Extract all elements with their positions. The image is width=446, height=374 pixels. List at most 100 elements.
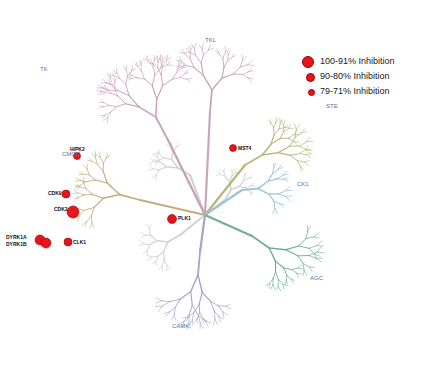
tree-branch	[139, 61, 141, 65]
tree-branch	[140, 60, 142, 65]
tree-branch	[288, 135, 294, 139]
tree-branch	[278, 146, 289, 152]
tree-branch	[157, 58, 158, 62]
tree-branch	[278, 286, 280, 291]
tree-branch	[202, 43, 203, 48]
tree-branch	[317, 241, 322, 246]
tree-branch	[286, 281, 287, 285]
tree-branch	[218, 305, 225, 306]
tree-branch	[83, 177, 84, 182]
tree-branch	[269, 248, 275, 261]
tree-branch	[101, 82, 106, 84]
tree-branch	[177, 145, 181, 147]
tree-branch	[112, 73, 115, 76]
tree-branch	[216, 174, 220, 175]
tree-branch	[246, 186, 251, 188]
tree-branch	[128, 78, 131, 80]
tree-branch	[292, 270, 297, 274]
tree-branch	[250, 192, 252, 196]
kinase-label: CLK1	[73, 240, 86, 245]
tree-branch	[180, 66, 186, 68]
tree-branch	[285, 127, 289, 128]
tree-branch	[304, 271, 307, 275]
tree-branch	[172, 315, 175, 320]
tree-branch	[180, 292, 191, 300]
tree-branch	[298, 265, 302, 268]
tree-branch	[74, 197, 79, 199]
tree-branch	[164, 242, 168, 252]
tree-branch	[163, 252, 165, 260]
tree-branch	[298, 268, 303, 270]
tree-branch	[103, 163, 104, 172]
tree-branch	[287, 275, 291, 279]
tree-branch	[111, 107, 117, 112]
tree-branch	[219, 54, 223, 59]
tree-branch	[150, 165, 153, 169]
kinase-group-label: CK1	[297, 181, 309, 187]
tree-branch	[303, 271, 304, 276]
tree-branch	[174, 315, 175, 321]
tree-branch	[283, 284, 284, 289]
tree-branch	[240, 65, 248, 67]
kinase-group-label: AGC	[310, 275, 323, 281]
tree-branch	[314, 233, 319, 237]
tree-branch	[150, 161, 154, 163]
tree-branch	[310, 267, 313, 272]
tree-branch	[163, 158, 171, 159]
legend-swatch	[302, 56, 314, 68]
tree-branch	[289, 125, 291, 129]
tree-branch	[200, 323, 203, 328]
tree-branch	[156, 298, 161, 301]
tree-branch	[109, 105, 117, 106]
tree-branch	[78, 193, 84, 195]
tree-branch	[164, 260, 167, 266]
tree-branch	[199, 304, 201, 313]
tree-branch	[158, 158, 164, 161]
tree-branch	[284, 179, 289, 181]
tree-branch	[317, 247, 321, 252]
tree-branch	[90, 223, 92, 228]
tree-branch	[274, 163, 276, 167]
inhibition-dot	[168, 215, 177, 224]
tree-branch	[187, 79, 190, 82]
tree-branch	[298, 255, 309, 256]
tree-branch	[158, 252, 164, 257]
tree-branch	[172, 152, 173, 160]
tree-branch	[155, 306, 162, 307]
tree-branch	[161, 75, 163, 86]
tree-branch	[83, 174, 89, 176]
tree-branch	[275, 261, 283, 268]
tree-branch	[283, 125, 284, 131]
tree-branch	[277, 175, 283, 179]
tree-branch	[210, 301, 214, 310]
tree-branch	[159, 266, 162, 269]
tree-branch	[99, 152, 100, 157]
tree-branch	[226, 306, 231, 309]
tree-branch	[273, 285, 275, 289]
tree-branch	[157, 152, 158, 156]
tree-branch	[159, 167, 166, 170]
tree-branch	[101, 114, 106, 116]
tree-branch	[151, 235, 158, 241]
tree-branch	[268, 179, 277, 181]
tree-branch	[164, 312, 169, 314]
tree-branch	[224, 168, 225, 171]
tree-branch	[126, 76, 128, 84]
tree-branch	[258, 181, 268, 188]
tree-branch	[160, 162, 167, 167]
tree-branch	[191, 275, 198, 292]
tree-branch	[155, 68, 161, 75]
tree-branch	[308, 226, 311, 231]
tree-branch	[107, 74, 110, 79]
tree-branch	[166, 167, 177, 168]
tree-branch	[137, 62, 138, 66]
tree-branch	[110, 78, 112, 84]
tree-branch	[87, 164, 88, 168]
tree-branch	[291, 279, 293, 283]
tree-branch	[205, 321, 208, 326]
tree-branch	[87, 216, 92, 222]
tree-branch	[149, 229, 151, 235]
tree-branch	[297, 273, 299, 277]
tree-branch	[98, 164, 104, 171]
tree-branch	[204, 50, 209, 55]
